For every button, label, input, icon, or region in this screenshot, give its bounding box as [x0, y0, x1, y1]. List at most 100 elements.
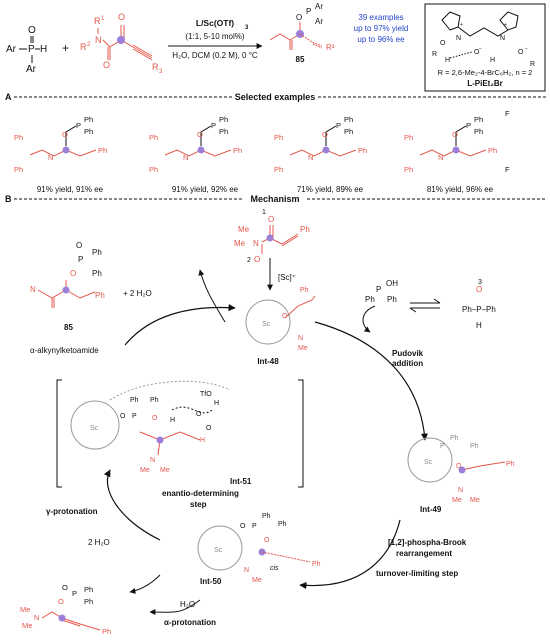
- int48-n: N: [298, 335, 303, 342]
- example-ph-benzyl-1: Ph: [274, 133, 283, 142]
- example-skeleton: [164, 149, 232, 157]
- int51-me-1: Me: [140, 467, 150, 474]
- phoh-oh: OH: [386, 279, 398, 288]
- r3: R: [152, 62, 159, 72]
- product-ar-1: Ar: [315, 2, 323, 11]
- po-h: H: [40, 44, 47, 55]
- example-ph-1: Ph: [219, 115, 228, 124]
- ligand-r-2: R: [530, 61, 535, 68]
- ligand-o-3: O: [518, 49, 524, 56]
- section-b-header: B Mechanism: [5, 194, 547, 204]
- ligand-r-1: R: [432, 51, 437, 58]
- int51-o-2: O: [206, 425, 212, 432]
- int48-ph: Ph: [300, 287, 309, 294]
- start-o-2: O: [254, 255, 260, 264]
- prod-ph-1: Ph: [92, 248, 102, 257]
- int49-ph-2: Ph: [470, 443, 479, 450]
- catalyst-label: L/Sc(OTf): [196, 18, 234, 28]
- section-a-header: A Selected examples: [5, 92, 547, 102]
- ap-ph-1: Ph: [84, 585, 93, 594]
- int51-p: P: [132, 413, 137, 420]
- start-ph: Ph: [300, 225, 310, 234]
- ketoamide-reactant: R 1 R 2 N O O R 3: [80, 12, 163, 75]
- prod-ph-2: Ph: [92, 269, 102, 278]
- ap-ph-red: Ph: [102, 627, 111, 636]
- int49-me-1: Me: [452, 497, 462, 504]
- ligand-n-2: N: [500, 35, 505, 42]
- ap-p: P: [72, 589, 77, 598]
- example-highlight: [452, 146, 460, 154]
- ligand-minus-2: −: [525, 46, 528, 52]
- example-yield: 91% yield, 92% ee: [172, 185, 239, 194]
- phosphine-oxide-reactant: P O H Ar Ar: [6, 25, 47, 75]
- po-ar-2: Ar: [26, 64, 37, 75]
- int50-o: O: [240, 523, 246, 530]
- product-85-structure: O P Ar Ar R³ 85: [269, 2, 335, 64]
- phoh-ph-1: Ph: [365, 295, 375, 304]
- int50-me: Me: [252, 577, 262, 584]
- phoh-p: P: [376, 285, 381, 294]
- int51-o-ester: O: [152, 415, 158, 422]
- ketoamide-o2: O: [118, 12, 125, 22]
- ligand-structure: N N + + O O O − − R R H H: [432, 11, 535, 68]
- example-ph-red: Ph: [488, 146, 497, 155]
- int51-h-2: H: [214, 400, 219, 407]
- r2: R: [80, 42, 87, 52]
- section-b-title: Mechanism: [250, 194, 299, 204]
- example-phosphate-bond: [200, 125, 212, 146]
- turnover-label: turnover-limiting step: [376, 569, 458, 578]
- int51-ph-1: Ph: [130, 397, 139, 404]
- prod-p: P: [78, 255, 83, 264]
- int48-me: Me: [298, 345, 308, 352]
- prod-ph-red: Ph: [95, 291, 105, 300]
- example-phosphate-bond: [455, 125, 467, 146]
- int50-label: Int-50: [200, 577, 222, 586]
- example-ph-2: Ph: [219, 127, 228, 136]
- int50-sc: Sc: [214, 547, 223, 554]
- tautomer-o: O: [476, 285, 482, 294]
- int50-ph-2: Ph: [278, 521, 287, 528]
- solvent-conditions: H₂O, DCM (0.2 M), 0 °C: [172, 51, 258, 60]
- int48-label: Int-48: [257, 357, 279, 366]
- ligand-h-2: H: [490, 57, 495, 64]
- int50-complex: Sc O P Ph Ph O Ph cis N Me Int-50: [197, 513, 321, 586]
- int49-label: Int-49: [420, 505, 442, 514]
- int48-sc: Sc: [262, 321, 271, 328]
- int51-tfo: TfO: [200, 391, 212, 398]
- int48-o: O: [282, 313, 288, 320]
- po-ar-1: Ar: [6, 44, 17, 55]
- int50-ph-1: Ph: [262, 513, 271, 520]
- phoh-ph-2: Ph: [387, 295, 397, 304]
- ligand-h-1: H: [445, 57, 450, 64]
- h2o-alpha: H₂O: [180, 600, 195, 609]
- start-me-1: Me: [238, 225, 250, 234]
- int50-p: P: [252, 523, 257, 530]
- example-ph-benzyl-2: Ph: [274, 165, 283, 174]
- example-f-2: F: [505, 165, 510, 174]
- int50-cis: cis: [270, 565, 279, 572]
- example-f-1: F: [505, 109, 510, 118]
- stats-examples: 39 examples: [358, 13, 403, 22]
- product-o: O: [296, 13, 302, 22]
- example-yield: 71% yield, 89% ee: [297, 185, 364, 194]
- int51-n: N: [150, 457, 155, 464]
- tautomer-formula: Ph–P–Ph: [462, 305, 496, 314]
- example-ph-2: Ph: [84, 127, 93, 136]
- example-ph-benzyl-1: Ph: [404, 133, 413, 142]
- example-p: P: [211, 121, 216, 130]
- ap-me-2: Me: [22, 621, 32, 630]
- int51-label: Int-51: [230, 477, 252, 486]
- example-p: P: [336, 121, 341, 130]
- int49-p: P: [440, 443, 445, 450]
- gamma-label: γ-protonation: [46, 507, 98, 516]
- plus-sign: +: [62, 41, 69, 55]
- alpha-product: O P Ph Ph O Me Me N Ph: [20, 583, 111, 636]
- example-p: P: [466, 121, 471, 130]
- po-p: P: [28, 44, 35, 55]
- water-out: + 2 H₂O: [123, 289, 152, 298]
- example-p: P: [76, 121, 81, 130]
- example-yield: 91% yield, 91% ee: [37, 185, 104, 194]
- ligand-o-1: O: [440, 40, 446, 47]
